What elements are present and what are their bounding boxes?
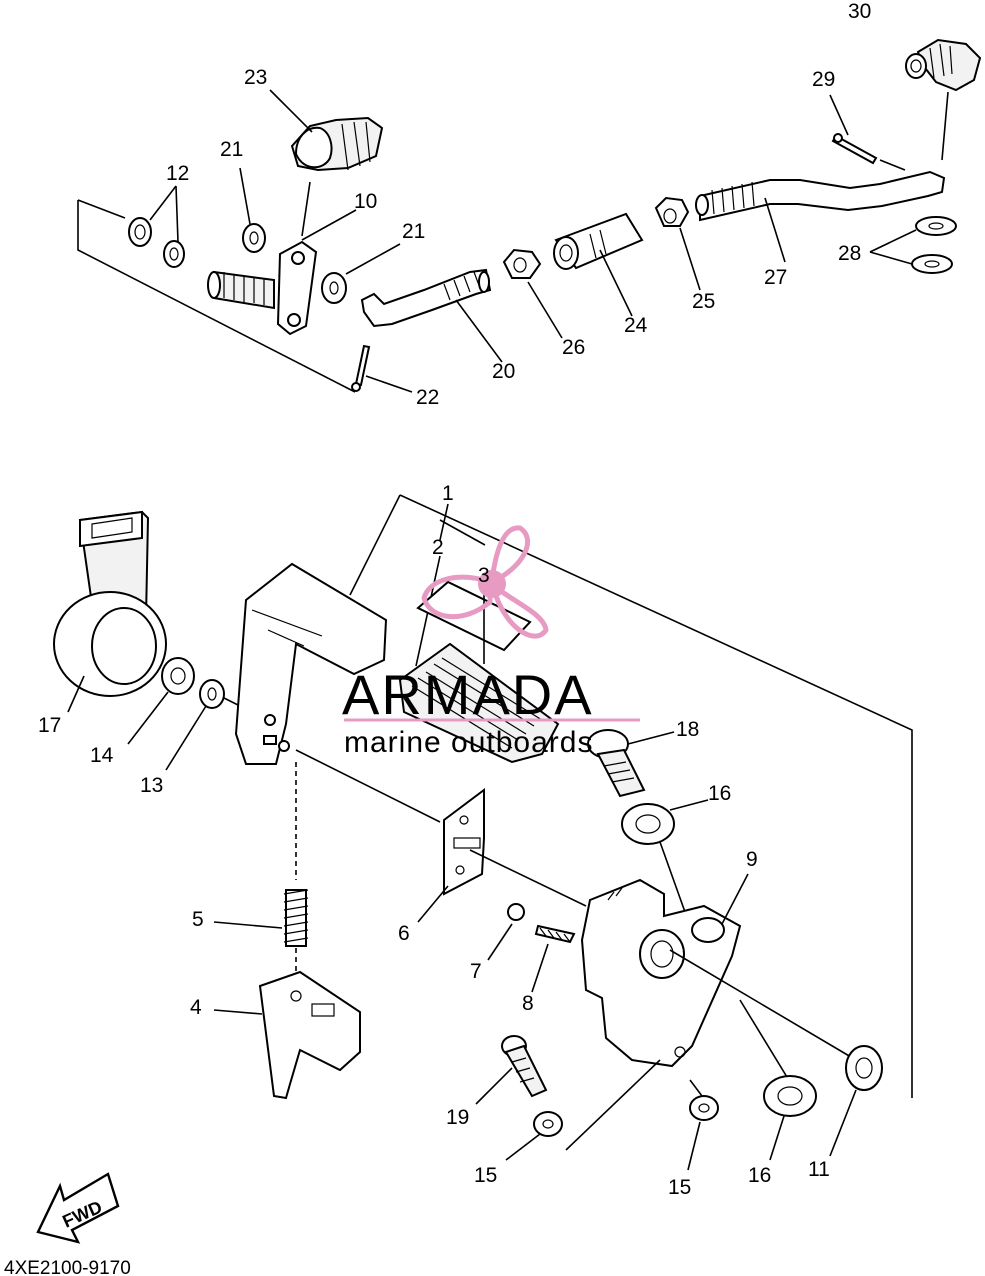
- part-21-washer-a: [242, 223, 266, 253]
- callout-17: 17: [38, 714, 61, 737]
- part-18-bolt: [587, 729, 646, 798]
- callout-12: 12: [166, 162, 189, 185]
- part-5-spring: [283, 889, 309, 947]
- part-16-washer-b: [763, 1075, 817, 1117]
- part-3-label: [416, 580, 532, 652]
- part-29-cotter-pin: [831, 133, 878, 165]
- part-24-joint: [553, 212, 644, 270]
- callout-7: 7: [470, 960, 482, 983]
- callout-4: 4: [190, 996, 202, 1019]
- assembly-outline-upper: [77, 199, 356, 393]
- part-6-plate: [443, 788, 485, 896]
- part-15-washer-b: [689, 1095, 719, 1121]
- callout-6: 6: [398, 922, 410, 945]
- callout-16: 16: [708, 782, 731, 805]
- part-1-handle-housing: [234, 562, 388, 765]
- callout-30: 30: [848, 0, 871, 23]
- part-19-bolt: [501, 1035, 548, 1098]
- callout-10: 10: [354, 190, 377, 213]
- callout-9: 9: [746, 848, 758, 871]
- part-8-spring: [534, 924, 576, 944]
- callout-26: 26: [562, 336, 585, 359]
- part-23-boot: [290, 116, 384, 172]
- part-7-ball: [507, 903, 525, 921]
- callout-21: 21: [402, 220, 425, 243]
- callout-27: 27: [764, 266, 787, 289]
- callout-29: 29: [812, 68, 835, 91]
- part-30-boot: [905, 38, 982, 92]
- diagram-code: 4XE2100-9170: [4, 1258, 131, 1276]
- part-22-cotter-pin: [351, 344, 371, 392]
- watermark-brand: ARMADA: [342, 663, 594, 726]
- callout-18: 18: [676, 718, 699, 741]
- part-10-lever: [207, 240, 318, 336]
- part-26-nut: [502, 248, 542, 279]
- part-13-washer: [199, 679, 225, 709]
- callout-20: 20: [492, 360, 515, 383]
- part-25-nut: [654, 196, 690, 227]
- callout-11: 11: [808, 1158, 830, 1181]
- callout-14: 14: [90, 744, 114, 767]
- callout-23: 23: [244, 66, 267, 89]
- watermark-tagline: marine outboards: [344, 726, 593, 759]
- callout-1: 1: [442, 482, 454, 505]
- part-4-block: [258, 970, 361, 1100]
- part-21-washer-b: [321, 272, 347, 304]
- part-27-shift-rod: [695, 170, 946, 222]
- callout-19: 19: [446, 1106, 469, 1129]
- part-28-washers: [911, 216, 957, 274]
- part-17-bracket: [53, 510, 167, 697]
- callout-3: 3: [478, 564, 490, 587]
- callout-15: 15: [474, 1164, 497, 1187]
- part-2-grip: [398, 642, 560, 764]
- callout-21: 21: [220, 138, 243, 161]
- callout-22: 22: [416, 386, 439, 409]
- fwd-arrow-icon: FWD: [36, 1172, 120, 1244]
- callout-16: 16: [748, 1164, 771, 1187]
- callout-28: 28: [838, 242, 861, 265]
- part-15-washer-a: [533, 1111, 563, 1137]
- callout-13: 13: [140, 774, 163, 797]
- part-9-control-housing: [580, 878, 742, 1068]
- callout-15: 15: [668, 1176, 691, 1199]
- part-12-washers: [128, 217, 185, 268]
- assembly-outline-lower: [349, 494, 913, 1098]
- callout-2: 2: [432, 536, 444, 559]
- callout-8: 8: [522, 992, 534, 1015]
- part-20-rod: [360, 268, 492, 328]
- part-14-bushing: [161, 657, 195, 695]
- callout-24: 24: [624, 314, 648, 337]
- callout-25: 25: [692, 290, 715, 313]
- watermark-logo: [344, 525, 640, 722]
- part-11-washer: [845, 1045, 883, 1091]
- part-16-washer-a: [621, 803, 675, 845]
- callout-5: 5: [192, 908, 204, 931]
